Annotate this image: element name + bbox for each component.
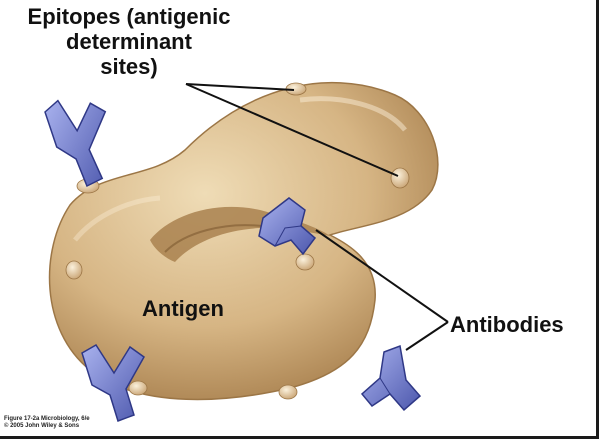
epitope-bump: [279, 385, 297, 399]
epitope-bump: [296, 254, 314, 270]
epitopes-label-line3: sites): [14, 54, 244, 79]
epitope-bump: [129, 381, 147, 395]
epitope-bump: [66, 261, 82, 279]
epitopes-label: Epitopes (antigenic determinant sites): [14, 4, 244, 79]
antibody-bottom-right: [362, 346, 420, 410]
antibodies-label: Antibodies: [450, 312, 564, 338]
figure-credit: Figure 17-2a Microbiology, 6/e © 2005 Jo…: [4, 416, 90, 430]
epitopes-label-line1: Epitopes (antigenic: [14, 4, 244, 29]
epitope-bump: [391, 168, 409, 188]
credit-line1: Figure 17-2a Microbiology, 6/e: [4, 416, 90, 423]
antigen-body: [50, 83, 438, 400]
antigen-label: Antigen: [142, 296, 224, 322]
credit-line2: © 2005 John Wiley & Sons: [4, 423, 90, 430]
antibody-top-left: [44, 96, 113, 190]
epitopes-label-line2: determinant: [14, 29, 244, 54]
